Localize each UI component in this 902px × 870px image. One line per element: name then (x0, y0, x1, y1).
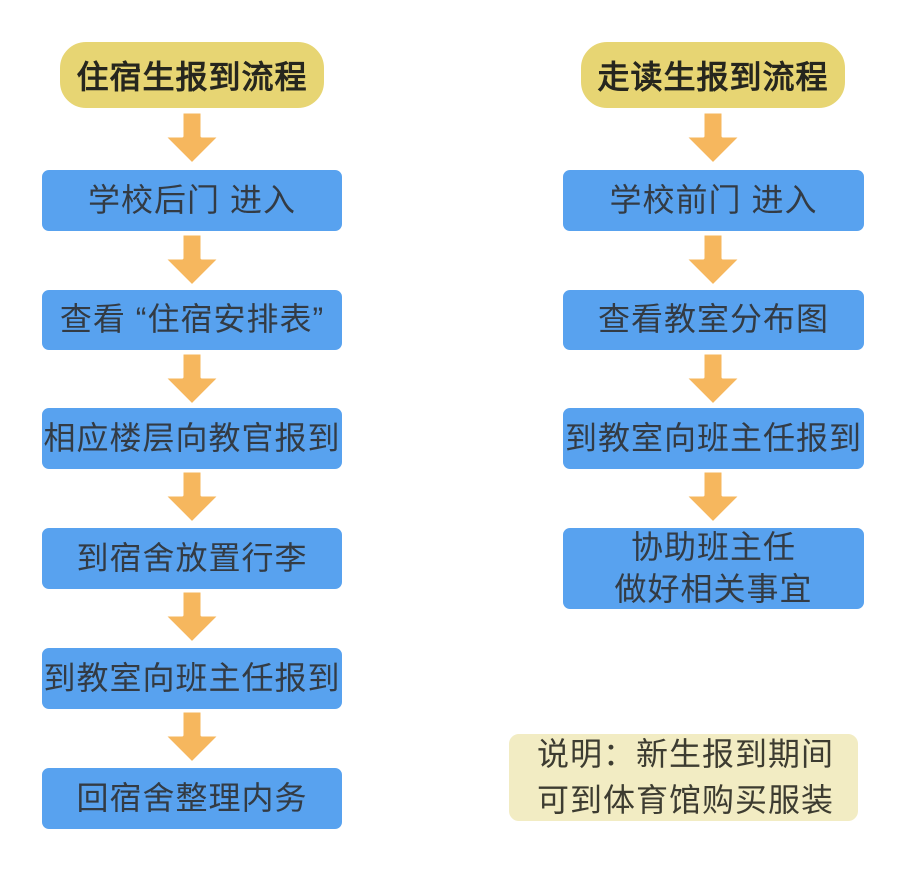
step-line: 协助班主任 (630, 528, 796, 565)
boarding-step-report-to-instructor: 相应楼层向教官报到 (39, 405, 345, 472)
down-arrow-icon (683, 110, 743, 166)
boarding-step-tidy-dorm: 回宿舍整理内务 (39, 765, 345, 832)
note-line: 可到体育馆购买服装 (537, 781, 835, 818)
day-step-check-classroom-map: 查看教室分布图 (560, 287, 867, 353)
down-arrow-icon (162, 709, 222, 765)
boarding-step-put-luggage: 到宿舍放置行李 (39, 525, 345, 592)
down-arrow-icon (162, 469, 222, 525)
day-step-assist-head-teacher: 协助班主任 做好相关事宜 (560, 525, 867, 612)
day-step-enter-front-gate: 学校前门 进入 (560, 167, 867, 234)
down-arrow-icon (162, 232, 222, 288)
boarding-step-report-to-head-teacher: 到教室向班主任报到 (39, 645, 345, 712)
boarding-step-enter-back-gate: 学校后门 进入 (39, 167, 345, 234)
down-arrow-icon (683, 232, 743, 288)
down-arrow-icon (162, 589, 222, 645)
down-arrow-icon (683, 469, 743, 525)
note-line: 说明：新生报到期间 (537, 736, 835, 773)
down-arrow-icon (683, 351, 743, 407)
boarding-step-check-dorm-list: 查看 “住宿安排表” (39, 287, 345, 353)
step-line: 做好相关事宜 (614, 570, 813, 607)
down-arrow-icon (162, 351, 222, 407)
down-arrow-icon (162, 110, 222, 166)
boarding-flow-header: 住宿生报到流程 (56, 38, 328, 112)
day-flow-header: 走读生报到流程 (577, 38, 849, 112)
day-step-report-to-head-teacher: 到教室向班主任报到 (560, 405, 867, 472)
note-box: 说明：新生报到期间 可到体育馆购买服装 (505, 730, 862, 825)
